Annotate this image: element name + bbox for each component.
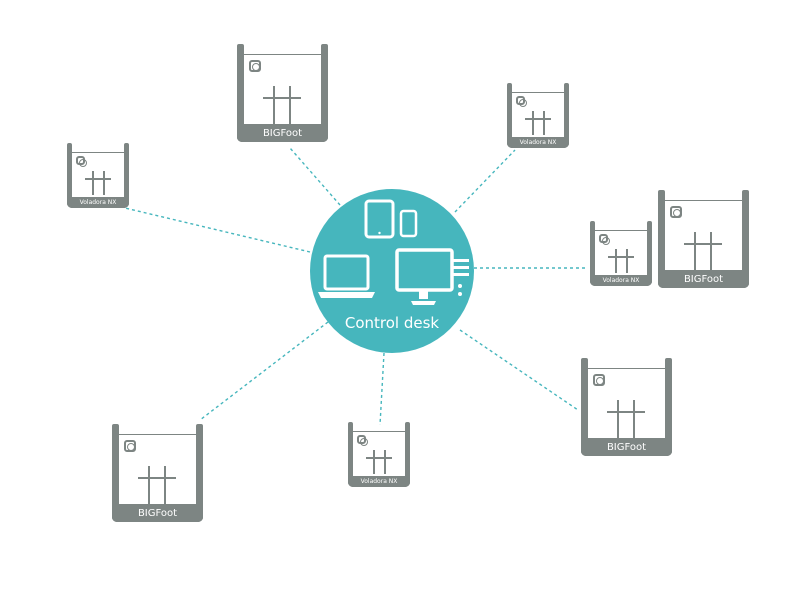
filament-spool-icon [76,156,87,167]
printer-bigfoot: BIGFoot [658,190,749,288]
printer-label: Voladora NX [348,476,410,487]
printer-bigfoot: BIGFoot [581,358,672,456]
filament-spool-icon [599,234,610,245]
filament-spool-icon [249,60,261,72]
printer-label: Voladora NX [67,197,129,208]
filament-spool-icon [516,96,527,107]
filament-spool-icon [670,206,682,218]
printer-label: BIGFoot [581,438,672,456]
printer-label: Voladora NX [507,137,569,148]
connection-line [289,147,341,206]
printer-label: BIGFoot [112,504,203,522]
printer-label: BIGFoot [658,270,749,288]
connection-line [199,321,329,421]
connection-line [459,329,579,411]
printer-voladora: Voladora NX [590,221,652,286]
printer-voladora: Voladora NX [348,422,410,487]
printer-bigfoot: BIGFoot [112,424,203,522]
filament-spool-icon [124,440,136,452]
connection-line [379,352,385,426]
printer-label: BIGFoot [237,124,328,142]
connection-line [454,149,516,213]
printer-voladora: Voladora NX [67,143,129,208]
control-desk-hub: Control desk [310,189,474,353]
laptop-icon [318,254,375,298]
desktop-computer-icon [395,248,469,305]
tablet-icon [364,199,395,239]
filament-spool-icon [593,374,605,386]
printer-voladora: Voladora NX [507,83,569,148]
printer-bigfoot: BIGFoot [237,44,328,142]
devices-graphic [318,199,469,305]
connection-line [124,207,311,253]
hub-label: Control desk [344,314,440,332]
phone-icon [399,209,418,238]
filament-spool-icon [357,435,368,446]
printer-label: Voladora NX [590,275,652,286]
